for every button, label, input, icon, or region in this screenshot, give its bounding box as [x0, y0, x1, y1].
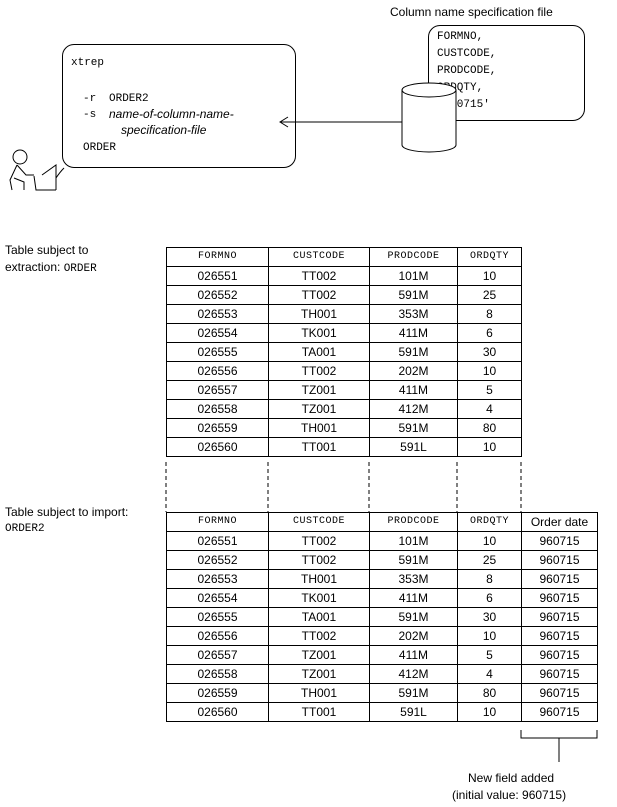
table-cell: TT002: [268, 285, 370, 305]
table-cell: 026559: [166, 683, 269, 703]
table-cell-order-date: 960715: [521, 550, 598, 570]
new-field-bracket: [520, 730, 598, 762]
extract-label-line2: extraction: ORDER: [5, 259, 97, 277]
table-cell: 591M: [369, 285, 458, 305]
table-cell: 101M: [369, 266, 458, 286]
dashed-connectors: [165, 462, 522, 512]
table-cell: 10: [457, 437, 522, 457]
table-cell: 10: [457, 626, 522, 646]
table-cell-order-date: 960715: [521, 626, 598, 646]
table-cell: TZ001: [268, 664, 370, 684]
s-flag: -s: [83, 109, 97, 121]
extract-label-line1: Table subject to: [5, 243, 89, 257]
table-cell: TT002: [268, 266, 370, 286]
command-name: xtrep: [71, 57, 105, 69]
database-cylinder-icon: [401, 82, 457, 153]
table-cell-order-date: 960715: [521, 645, 598, 665]
table-cell: 026551: [166, 266, 269, 286]
new-field-note-line2: (initial value: 960715): [452, 788, 567, 802]
table-cell: 026558: [166, 399, 269, 419]
new-field-note-line1: New field added: [468, 771, 555, 785]
table-cell: TA001: [268, 607, 370, 627]
table-cell: 591M: [369, 607, 458, 627]
arrow-spec-to-command: [279, 116, 402, 128]
table-cell: 412M: [369, 399, 458, 419]
spec-file-title: Column name specification file: [390, 5, 553, 19]
extract-label-code: ORDER: [63, 263, 97, 275]
table-cell: TH001: [268, 569, 370, 589]
table-cell: 026560: [166, 702, 269, 722]
table-cell: 25: [457, 285, 522, 305]
table-cell: 202M: [369, 626, 458, 646]
table-cell-order-date: 960715: [521, 702, 598, 722]
table-cell: 591M: [369, 550, 458, 570]
column-header-order-date: Order date: [521, 512, 598, 532]
command-table: ORDER: [83, 142, 117, 154]
table-cell: 411M: [369, 323, 458, 343]
spec-line-prodcode: PRODCODE,: [437, 65, 497, 77]
extract-label-text: extraction:: [5, 260, 64, 274]
table-cell: TH001: [268, 683, 370, 703]
table-cell: 80: [457, 418, 522, 438]
import-label-line1: Table subject to import:: [5, 505, 129, 519]
table-cell: 026558: [166, 664, 269, 684]
table-cell: 026560: [166, 437, 269, 457]
table-cell: TT001: [268, 702, 370, 722]
table-cell: 591L: [369, 702, 458, 722]
r-value: ORDER2: [109, 93, 149, 105]
spec-line-custcode: CUSTCODE,: [437, 48, 497, 60]
table-cell: 80: [457, 683, 522, 703]
spec-line-formno: FORMNO,: [437, 31, 484, 43]
import-label-code: ORDER2: [5, 523, 45, 535]
table-cell: TT002: [268, 626, 370, 646]
s-value-line2: specification-file: [121, 123, 207, 137]
s-value-line1: name-of-column-name-: [109, 107, 234, 121]
r-flag: -r: [83, 93, 97, 105]
table-cell: 353M: [369, 304, 458, 324]
table-cell: TT001: [268, 437, 370, 457]
table-cell: 30: [457, 342, 522, 362]
table-cell: 25: [457, 550, 522, 570]
user-at-terminal-icon: [9, 149, 65, 191]
table-cell: 026553: [166, 569, 269, 589]
table-cell: 411M: [369, 380, 458, 400]
table-cell: 101M: [369, 531, 458, 551]
table-cell: 10: [457, 531, 522, 551]
command-bubble: xtrep -r ORDER2 -s name-of-column-name- …: [62, 44, 296, 168]
table-cell-order-date: 960715: [521, 569, 598, 589]
